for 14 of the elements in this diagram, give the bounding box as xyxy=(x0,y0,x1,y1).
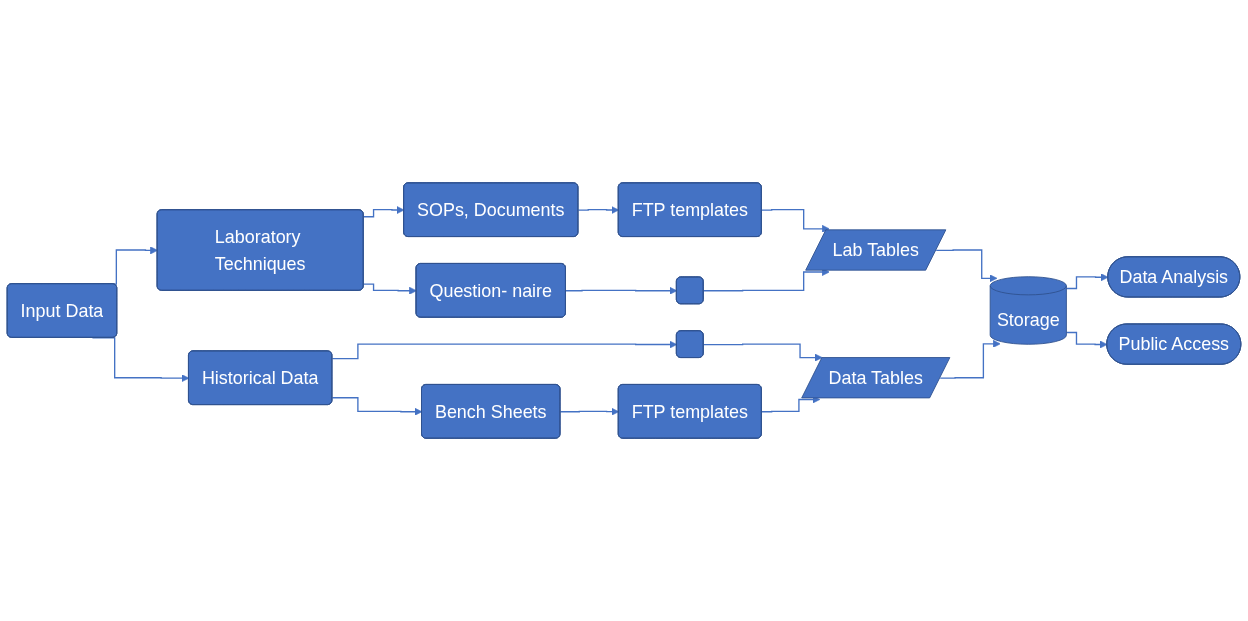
arrow xyxy=(761,209,830,233)
arrow xyxy=(935,249,998,283)
arrow xyxy=(559,407,620,416)
arrow xyxy=(363,283,417,295)
arrow xyxy=(363,206,405,218)
arrow xyxy=(331,397,423,416)
arrow xyxy=(565,286,678,295)
arrow xyxy=(1065,273,1109,290)
arrow xyxy=(939,339,1001,379)
arrow xyxy=(331,340,678,360)
arrow xyxy=(1065,331,1108,349)
arrow xyxy=(703,268,830,292)
arrow xyxy=(703,343,823,362)
arrow xyxy=(577,206,620,214)
